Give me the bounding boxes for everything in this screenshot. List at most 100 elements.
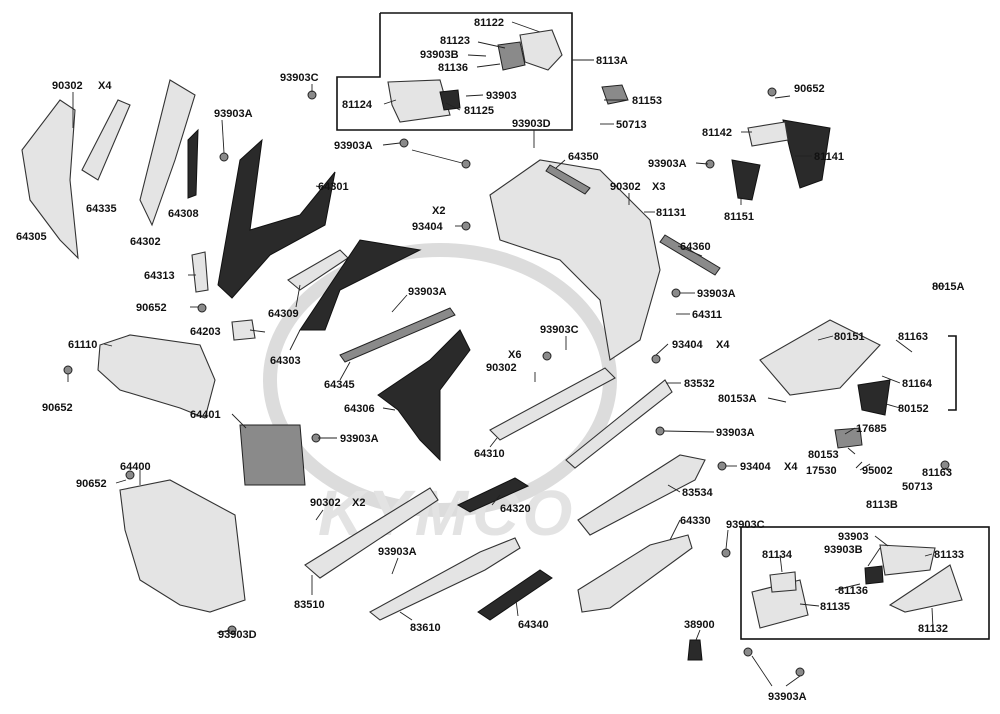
label-64308: 64308 [168,208,199,220]
label-38900: 38900 [684,619,715,631]
screw [219,152,229,162]
label-81151: 81151 [724,211,754,223]
screw [197,303,207,313]
label-64311: 64311 [692,309,722,321]
label-64305: 64305 [16,231,47,243]
label-81135: 81135 [820,601,850,613]
label-93903a: 93903A [378,546,417,558]
part-64345 [339,307,456,363]
label-93903a: 93903A [768,691,807,703]
part-38900 [687,639,703,661]
part-83534 [577,454,706,536]
screw [655,426,665,436]
kit-8015a-bracket [948,335,957,411]
label-64401: 64401 [190,409,221,421]
part-64320 [456,477,530,513]
label-x6: X6 [508,349,521,361]
part-64335 [81,99,131,181]
label-81133: 81133 [934,549,964,561]
screw [399,138,409,148]
label-81163: 81163 [898,331,928,343]
part-64305 [21,99,79,260]
label-93903a: 93903A [334,140,373,152]
label-81131: 81131 [656,207,686,219]
label-90302: 90302 [486,362,517,374]
label-81134: 81134 [762,549,793,561]
label-8113a: 8113A [596,55,628,67]
label-90302: 90302 [52,80,83,92]
part-81133 [879,544,936,576]
part-64360 [659,234,721,276]
label-17530: 17530 [806,465,837,477]
part-61110 [97,334,216,419]
screw [542,351,552,361]
label-64306: 64306 [344,403,375,415]
screw [671,288,681,298]
label-17685: 17685 [856,423,887,435]
label-93903b: 93903B [824,544,863,556]
label-64330: 64330 [680,515,711,527]
label-81164: 81164 [902,378,933,390]
part-81134 [769,571,797,593]
part-64203 [231,319,256,341]
label-81136: 81136 [838,585,868,597]
label-93903a: 93903A [340,433,379,445]
label-93903a: 93903A [408,286,447,298]
part-81141 [782,119,831,189]
fasteners [63,87,950,677]
label-50713: 50713 [616,119,647,131]
part-81136-b [864,565,884,585]
label-x3: X3 [652,181,665,193]
part-64400 [119,479,246,613]
label-93903d: 93903D [218,629,257,641]
label-93903: 93903 [486,90,517,102]
part-81151 [731,159,761,201]
screw [717,461,727,471]
label-64301: 64301 [318,181,349,193]
callout-labels: 81122 81123 93903B 81136 8113A 93903 811… [16,17,964,703]
screw [767,87,777,97]
label-93903c: 93903C [540,324,579,336]
screw [461,221,471,231]
part-64302 [139,79,196,227]
screw [940,460,950,470]
part-64301 [217,138,336,299]
part-64308 [187,128,199,199]
label-93903a: 93903A [214,108,253,120]
label-81124: 81124 [342,99,373,111]
kit-8113a-box [336,12,573,131]
part-64350-strip [545,164,591,195]
part-83510 [304,487,439,579]
label-x4: X4 [784,461,798,473]
screw [125,470,135,480]
label-81136: 81136 [438,62,468,74]
part-81124-housing [387,79,451,123]
screw [307,90,317,100]
label-81153: 81153 [632,95,662,107]
label-8113b: 8113B [866,499,898,511]
label-90652: 90652 [42,402,73,414]
part-64350-frame [489,159,661,361]
label-61110: 61110 [68,339,97,351]
label-93903c: 93903C [726,519,765,531]
part-81125-clip [439,89,461,111]
label-64345: 64345 [324,379,355,391]
part-64330 [577,534,693,613]
label-x2: X2 [432,205,445,217]
label-81163: 81163 [922,467,952,479]
label-83532: 83532 [684,378,715,390]
part-64306 [377,329,471,462]
label-64320: 64320 [500,503,531,515]
part-64313 [191,251,209,293]
label-81125: 81125 [464,105,494,117]
part-80151 [759,319,881,396]
label-64340: 64340 [518,619,549,631]
screw [721,548,731,558]
label-81132: 81132 [918,623,948,635]
label-81141: 81141 [814,151,844,163]
label-64350: 64350 [568,151,599,163]
label-93903a: 93903A [697,288,736,300]
label-93903: 93903 [838,531,869,543]
